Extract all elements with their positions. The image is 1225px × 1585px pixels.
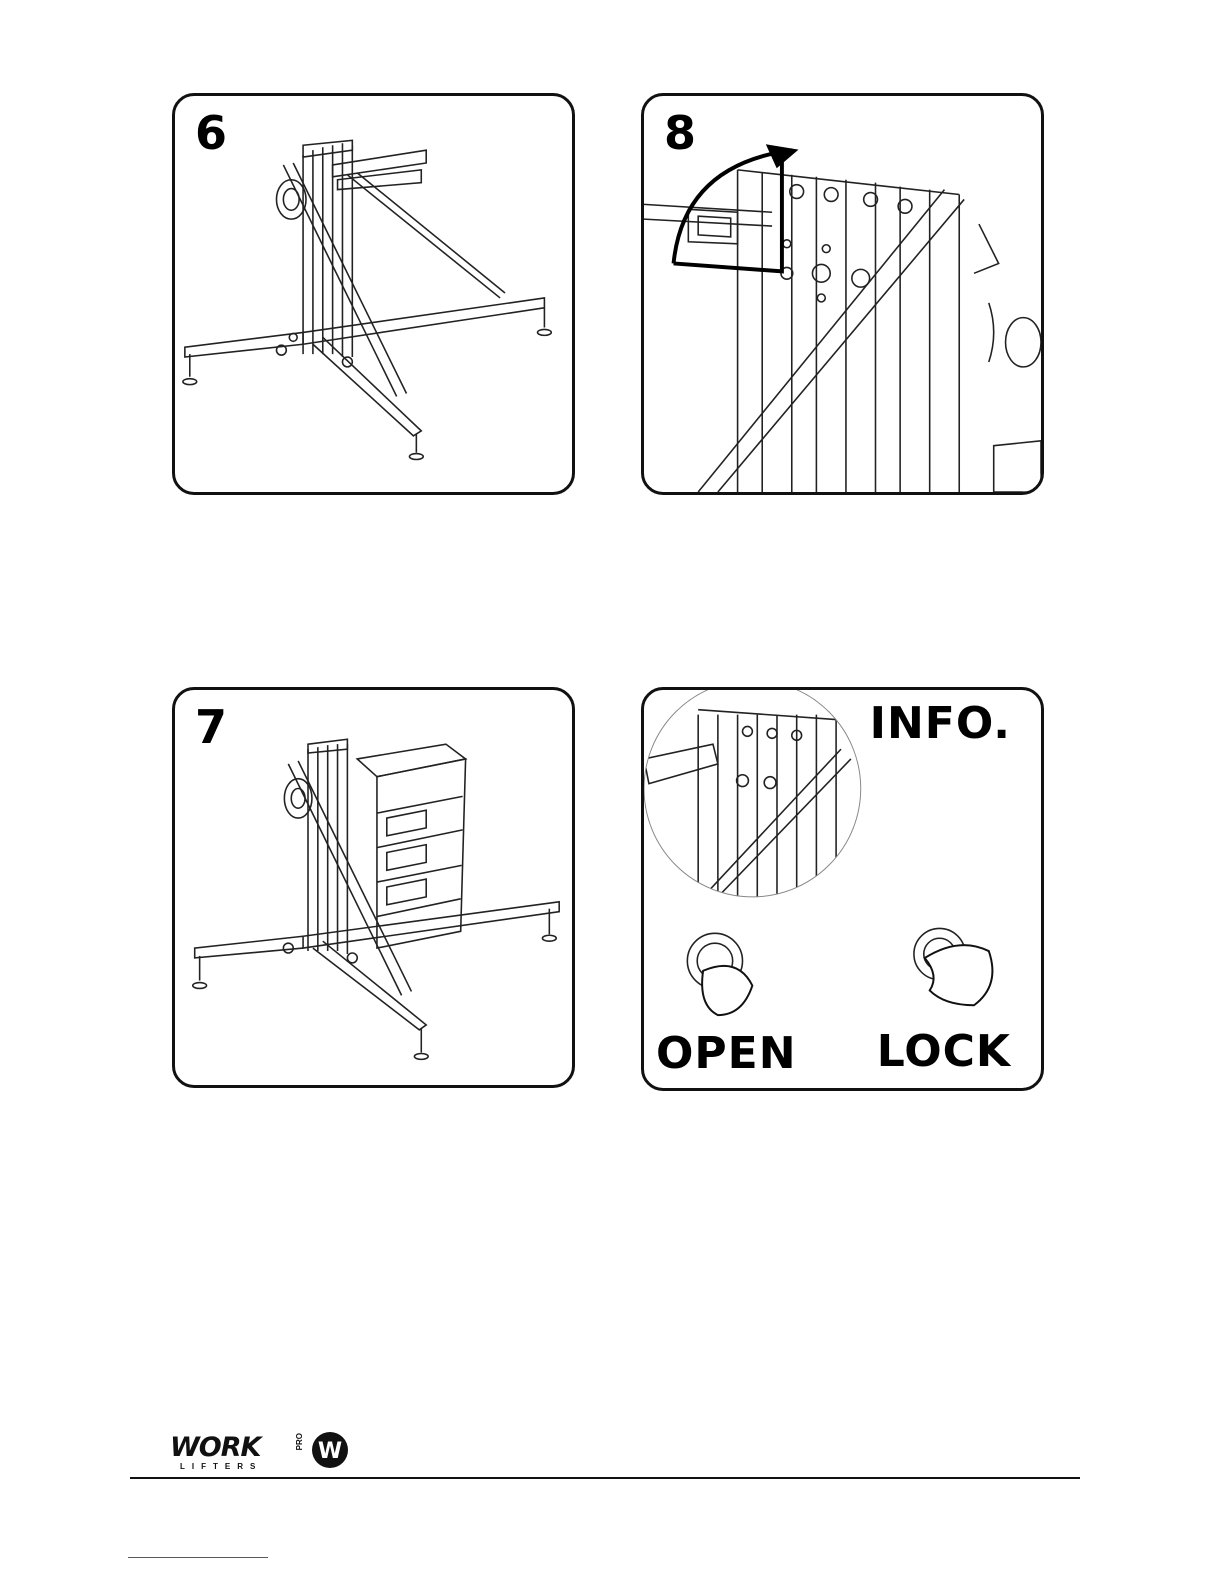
step-number: 8 — [664, 110, 696, 156]
mast-detail-illustration — [644, 96, 1041, 492]
info-title: INFO. — [870, 702, 1011, 746]
logo-pro: PRO — [296, 1433, 304, 1450]
rotation-arrow-icon — [674, 150, 792, 263]
pin-lock-icon — [914, 928, 993, 1005]
info-panel: INFO. OPEN LOCK — [641, 687, 1044, 1091]
lift-tower-illustration — [175, 96, 572, 492]
lock-label: LOCK — [877, 1030, 1011, 1074]
footer-link-underline — [128, 1557, 268, 1558]
open-label: OPEN — [656, 1032, 797, 1076]
logo-sub: LIFTERS — [180, 1463, 262, 1471]
step-number: 7 — [195, 704, 227, 750]
logo-badge-letter: W — [318, 1439, 342, 1464]
logo-word: WORK — [170, 1434, 260, 1461]
work-pro-lifters-logo: WORK LIFTERS PRO W — [170, 1430, 360, 1480]
step-8-panel: 8 — [641, 93, 1044, 495]
step-7-panel: 7 — [172, 687, 575, 1088]
pin-open-icon — [687, 933, 752, 1015]
w-badge-icon: W — [310, 1430, 350, 1470]
loaded-lift-illustration — [175, 690, 572, 1085]
step-number: 6 — [195, 110, 227, 156]
step-6-panel: 6 — [172, 93, 575, 495]
footer-rule — [130, 1477, 1080, 1479]
